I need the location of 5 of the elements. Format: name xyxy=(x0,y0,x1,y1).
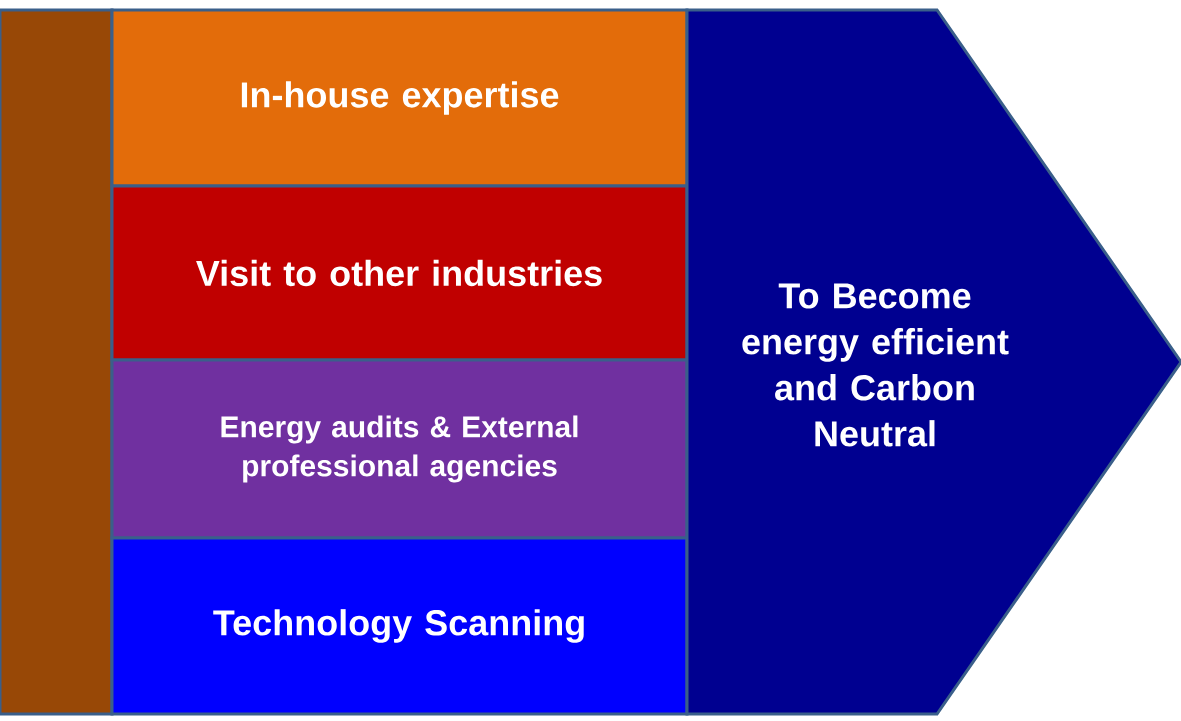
stage-box: Energy audits & External professional agencies xyxy=(110,358,689,540)
stage-box: In-house expertise xyxy=(110,8,689,188)
stage-box: Visit to other industries xyxy=(110,184,689,362)
stage-box: Technology Scanning xyxy=(110,536,689,716)
side-bar xyxy=(0,8,114,716)
